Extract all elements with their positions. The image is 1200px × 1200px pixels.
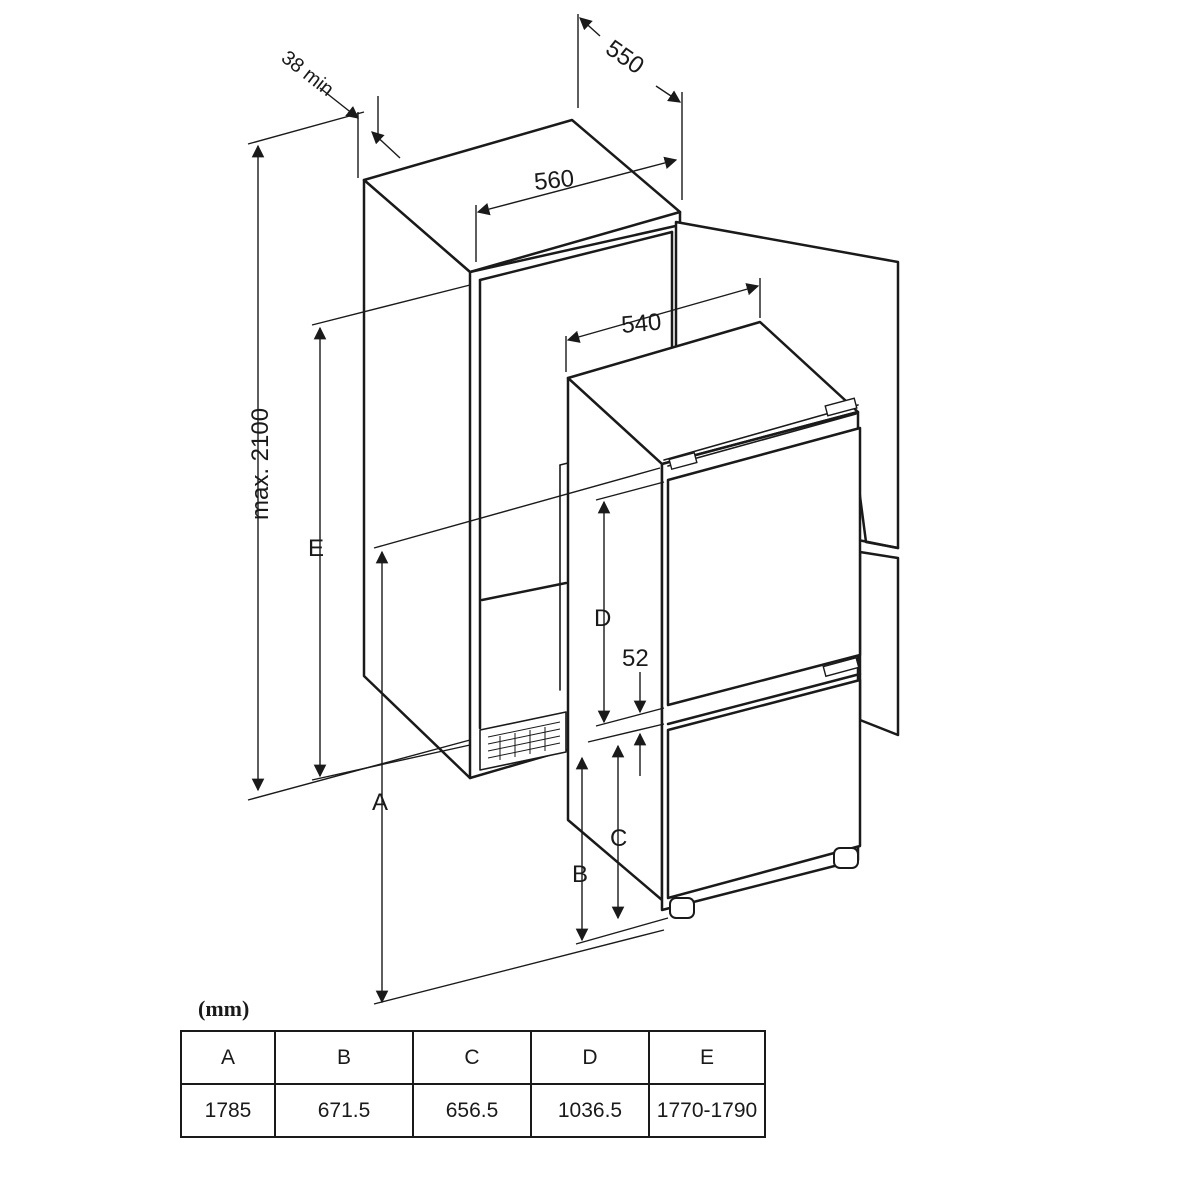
label-B: B [572,861,588,888]
label-max-height: max. 2100 [247,408,274,520]
table-row: 1785 671.5 656.5 1036.5 1770-1790 [180,1083,766,1138]
table-header-cell: C [412,1030,532,1085]
label-E: E [308,535,324,562]
table-cell: 1785 [180,1083,276,1138]
table-cell: 1036.5 [530,1083,650,1138]
lower-appliance-door [666,678,862,900]
cabinet-side [362,178,472,780]
appliance-foot [669,897,695,919]
ventilation-grille [479,711,567,771]
table-header-cell: E [648,1030,766,1085]
label-C: C [610,825,627,852]
table-cell: 656.5 [412,1083,532,1138]
label-depth-550: 550 [601,35,649,80]
label-gap: 38 min [277,47,338,101]
label-width-540: 540 [620,309,662,339]
table-cell: 671.5 [274,1083,414,1138]
table-cell: 1770-1790 [648,1083,766,1138]
table-unit: (mm) [198,996,249,1021]
label-52: 52 [622,645,649,672]
label-width-560: 560 [533,165,576,196]
lower-furniture-door [858,550,900,737]
dimensions-table: A B C D E 1785 671.5 656.5 1036.5 1770-1… [180,1030,766,1138]
table-header-cell: D [530,1030,650,1085]
appliance [566,320,862,919]
label-D: D [594,605,611,632]
label-A: A [372,789,388,816]
table-header-row: A B C D E [180,1030,766,1085]
appliance-foot [833,847,859,869]
dimension-lines [247,14,761,1005]
table-header-cell: A [180,1030,276,1085]
table-header-cell: B [274,1030,414,1085]
upper-appliance-door [666,426,862,707]
